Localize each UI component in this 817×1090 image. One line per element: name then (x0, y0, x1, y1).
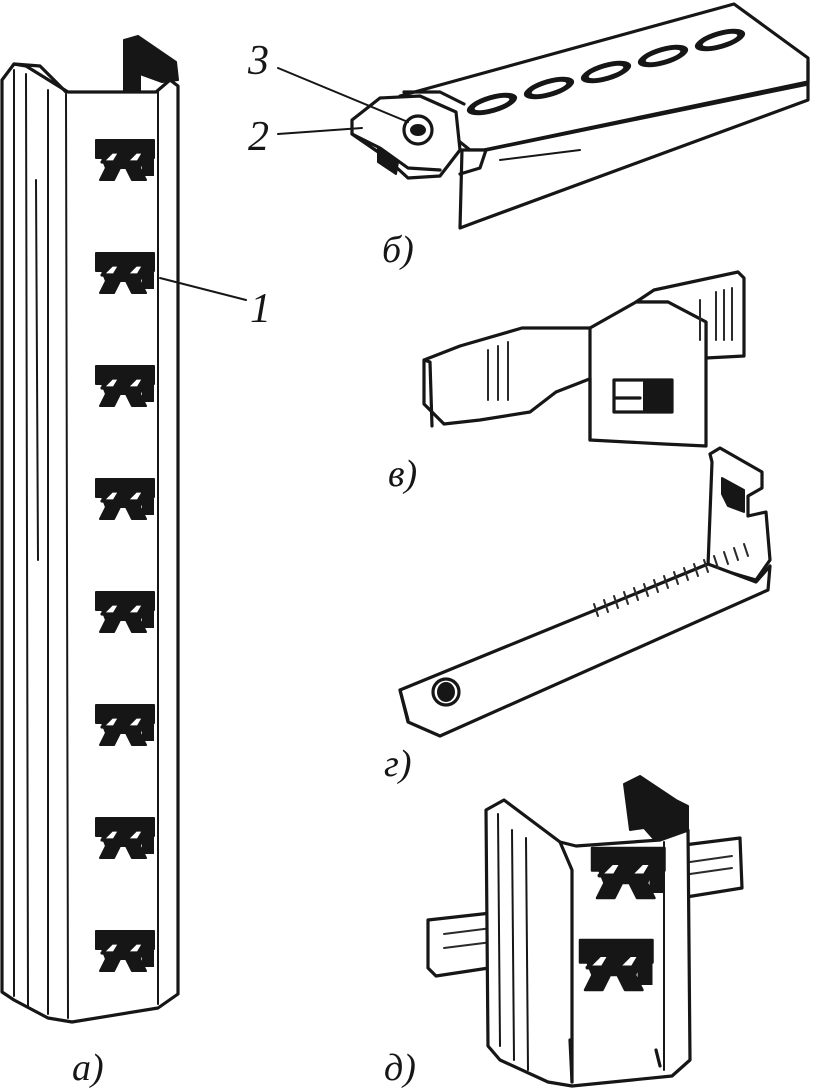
hook-hatch-line (733, 547, 739, 561)
hook-hatch-line (663, 575, 669, 589)
bracket-slots (466, 28, 746, 116)
bracket-slot (637, 44, 689, 68)
hook-hatch-line (693, 563, 699, 577)
hook-hatching (593, 543, 749, 617)
callout-slot-number: 1 (250, 286, 271, 332)
bracket-slot (466, 92, 518, 116)
upright-post (0, 35, 180, 1024)
hook-hatch-line (683, 567, 689, 581)
callout-clip-number: 2 (248, 114, 269, 160)
hook-hatch-line (643, 583, 649, 597)
hook-hatch-line (743, 543, 749, 557)
panel-label-d: д) (384, 1047, 416, 1089)
callout-rivet: 3 (247, 38, 409, 123)
panel-label-a: а) (72, 1047, 104, 1089)
hook-hatch-line (593, 603, 599, 617)
bracket-slot (694, 28, 746, 52)
callout-clip: 2 (248, 114, 363, 160)
hook-bar (398, 446, 772, 738)
shelf-bracket (398, 2, 810, 230)
hook-hatch-line (703, 559, 709, 573)
callout-slot: 1 (159, 277, 271, 332)
bracket-slot (580, 60, 632, 84)
strap-hatching (487, 287, 733, 401)
z-strap (422, 270, 746, 448)
bracket-clip (350, 90, 466, 180)
panel-label-g: г) (384, 743, 411, 785)
hook-hatch-line (653, 579, 659, 593)
hook-hatch-line (713, 555, 719, 569)
callout-rivet-number: 3 (247, 38, 269, 84)
hook-hatch-line (603, 599, 609, 613)
hook-hatch-line (613, 595, 619, 609)
hook-hatch-line (673, 571, 679, 585)
hook-hatch-line (723, 551, 729, 565)
panel-label-b: б) (382, 229, 414, 271)
panel-label-v: в) (388, 453, 417, 495)
bracket-slot (523, 76, 575, 100)
hook-hatch-line (633, 587, 639, 601)
hook-hatch-line (623, 591, 629, 605)
joint-assembly (426, 775, 744, 1088)
